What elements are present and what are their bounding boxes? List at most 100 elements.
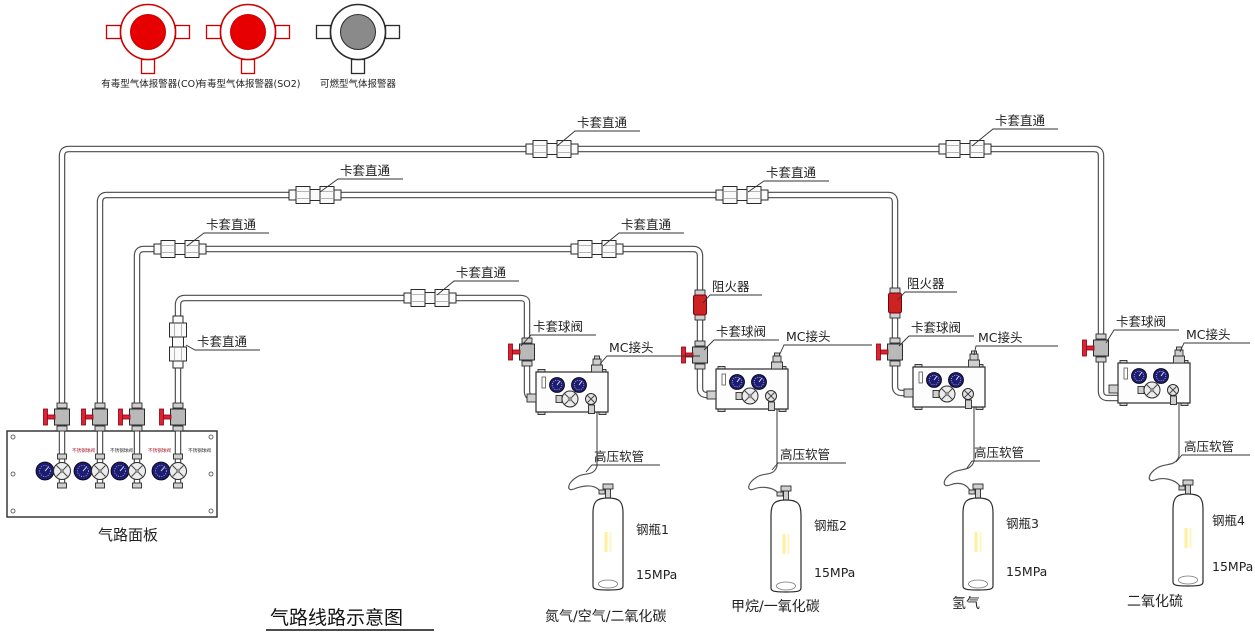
cylinder-pressure: 15MPa — [814, 565, 855, 580]
panel-inlet-valve — [159, 402, 186, 432]
regulator-panel — [903, 363, 986, 411]
hp-hose-label: 高压软管 — [585, 449, 660, 473]
union-label: 卡套直通 — [185, 334, 260, 351]
cylinder-name: 钢瓶1 — [636, 522, 669, 537]
hp-hose-line-3 — [943, 407, 975, 491]
svg-text:气路线路示意图: 气路线路示意图 — [270, 607, 403, 629]
mc-connector-label: MC接头 — [599, 340, 700, 365]
svg-text:卡套直通: 卡套直通 — [340, 163, 391, 178]
union-label: 卡套直通 — [747, 165, 829, 193]
regulator-panel — [706, 365, 789, 413]
gas-panel-label: 气路面板 — [98, 526, 158, 544]
gas-name: 氢气 — [952, 596, 980, 612]
svg-text:阻火器: 阻火器 — [712, 279, 750, 294]
svg-text:高压软管: 高压软管 — [780, 447, 830, 462]
union-label: 卡套直通 — [436, 265, 519, 296]
hp-hose-line-2 — [748, 409, 779, 494]
ball-valve — [681, 340, 708, 370]
svg-text:阻火器: 阻火器 — [907, 276, 945, 291]
mc-connector-label: MC接头 — [1179, 327, 1250, 353]
cylinder-name: 钢瓶2 — [814, 518, 847, 533]
svg-text:MC接头: MC接头 — [609, 340, 654, 355]
combustible-gas-alarm-icon — [316, 4, 400, 74]
union-label: 卡套直通 — [186, 217, 269, 247]
svg-text:高压软管: 高压软管 — [974, 445, 1024, 460]
ferrule-union — [525, 140, 579, 158]
svg-text:卡套直通: 卡套直通 — [456, 265, 507, 280]
hp-hose-line-4 — [1148, 403, 1181, 487]
legend: 有毒型气体报警器(CO) 有毒型气体报警器(SO2) 可燃型气体报警器 — [101, 4, 400, 90]
ball-valve — [508, 337, 535, 367]
svg-text:卡套直通: 卡套直通 — [197, 334, 248, 349]
panel-inlet-valve — [118, 402, 145, 432]
mc-connector-fitting — [771, 352, 783, 370]
gas-cylinder-2 — [770, 485, 802, 593]
panel-valve-label: 不锈钢球阀 — [72, 447, 95, 454]
svg-text:卡套直通: 卡套直通 — [621, 217, 672, 232]
panel-valve-label: 不锈钢球阀 — [148, 447, 171, 454]
panel-inlet-valve — [43, 402, 70, 432]
pipe-trunk-4 — [174, 294, 542, 484]
mc-connector-fitting — [1173, 346, 1185, 364]
ball-valve — [1082, 333, 1109, 363]
cylinder-pressure: 15MPa — [636, 567, 677, 582]
flame-arrester-label: 阻火器 — [702, 279, 762, 304]
mc-connector-fitting — [591, 355, 603, 373]
svg-text:高压软管: 高压软管 — [594, 449, 644, 464]
hp-hose-label: 高压软管 — [966, 445, 1040, 469]
svg-text:卡套直通: 卡套直通 — [206, 217, 257, 232]
ball-valve-label: 卡套球阀 — [520, 319, 596, 347]
gas-cylinder-1 — [592, 483, 624, 591]
svg-text:高压软管: 高压软管 — [1184, 439, 1234, 454]
gas-name: 二氧化硫 — [1127, 594, 1183, 610]
svg-text:卡套球阀: 卡套球阀 — [911, 320, 961, 335]
pipe-trunk-2 — [96, 191, 917, 484]
cylinder-pressure: 15MPa — [1212, 559, 1253, 574]
svg-text:卡套直通: 卡套直通 — [577, 115, 628, 130]
ferrule-union — [153, 240, 207, 258]
legend-label: 有毒型气体报警器(CO) — [101, 78, 199, 90]
svg-text:卡套球阀: 卡套球阀 — [533, 319, 583, 334]
ferrule-union — [403, 289, 457, 307]
ferrule-union — [715, 186, 769, 204]
panel-valve-label: 不锈钢球阀 — [110, 447, 133, 454]
gas-name: 氮气/空气/二氧化碳 — [545, 609, 666, 625]
mc-connector-label: MC接头 — [778, 329, 872, 357]
ferrule-union — [938, 140, 992, 158]
toxic-gas-alarm-co-icon — [106, 4, 190, 74]
svg-text:MC接头: MC接头 — [1186, 327, 1231, 342]
legend-label: 有毒型气体报警器(SO2) — [198, 78, 301, 90]
union-label: 卡套直通 — [556, 115, 640, 147]
hp-hose-line-1 — [568, 412, 601, 492]
hp-hose-label: 高压软管 — [1175, 439, 1250, 463]
cylinder-pressure: 15MPa — [1006, 564, 1047, 579]
gas-cylinder-3 — [962, 483, 994, 591]
ball-valve-label: 卡套球阀 — [703, 324, 779, 351]
ball-valve — [876, 337, 903, 367]
ball-valve-label: 卡套球阀 — [898, 320, 974, 347]
diagram-title: 气路线路示意图 — [266, 607, 434, 631]
panel-valve-label: 不锈钢球阀 — [188, 447, 211, 454]
flame-arrester — [693, 289, 707, 321]
hp-hose-label: 高压软管 — [771, 447, 846, 471]
ferrule-union — [570, 240, 624, 258]
cylinder-name: 钢瓶4 — [1212, 513, 1245, 528]
ball-valve-label: 卡套球阀 — [1105, 314, 1179, 344]
flame-arrester — [888, 287, 902, 319]
svg-text:MC接头: MC接头 — [978, 330, 1023, 345]
union-label: 卡套直通 — [602, 217, 684, 247]
svg-text:卡套球阀: 卡套球阀 — [716, 324, 766, 339]
regulator-panel — [526, 368, 609, 416]
pipe-trunk-1 — [58, 145, 1122, 484]
gas-name: 甲烷/一氧化碳 — [731, 599, 820, 615]
mc-connector-label: MC接头 — [973, 330, 1058, 356]
ferrule-union-vertical — [169, 315, 187, 369]
toxic-gas-alarm-so2-icon — [206, 4, 290, 74]
svg-text:MC接头: MC接头 — [786, 329, 831, 344]
pipe-trunk-3 — [133, 245, 720, 484]
svg-text:卡套球阀: 卡套球阀 — [1116, 314, 1166, 329]
flame-arrester-label: 阻火器 — [897, 276, 957, 301]
ferrule-union — [288, 186, 342, 204]
svg-text:卡套直通: 卡套直通 — [766, 165, 817, 180]
